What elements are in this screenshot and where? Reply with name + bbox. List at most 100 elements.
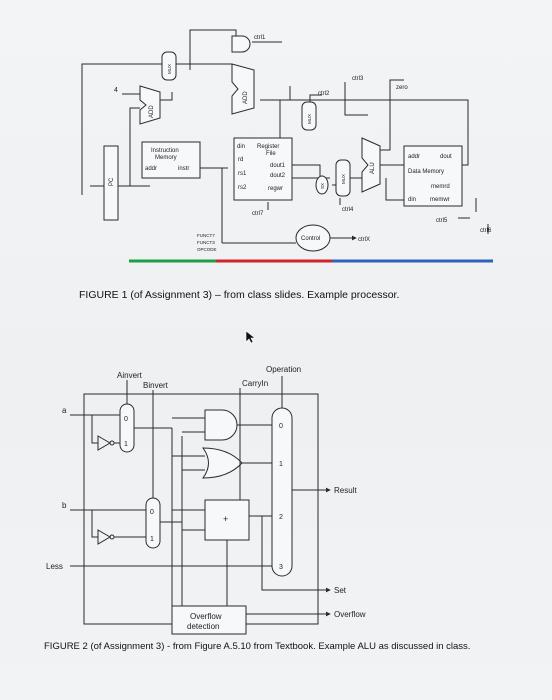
wire-add-set — [261, 516, 331, 593]
im-addr: addr — [145, 166, 157, 172]
mouse-cursor-icon — [245, 330, 257, 349]
rf-dout2: dout2 — [270, 173, 286, 179]
rf-rs2: rs2 — [238, 185, 247, 191]
figure2-caption: FIGURE 2 (of Assignment 3) - from Figure… — [44, 641, 471, 652]
label-overflow: Overflow — [334, 610, 366, 619]
inverter-a — [97, 435, 111, 451]
label-funct7: FUNCT7 — [197, 233, 215, 238]
rf-title-1: Register — [257, 144, 279, 150]
label-add2: ADD — [243, 91, 249, 104]
label-operation: Operation — [266, 365, 301, 374]
label-ctrl5: ctrl5 — [436, 218, 448, 224]
label-ctrlx: ctrlX — [358, 237, 370, 243]
mux-b-0: 0 — [150, 509, 154, 516]
label-ctrl3: ctrl3 — [352, 76, 364, 82]
dm-addr: addr — [408, 154, 420, 160]
adder-2 — [231, 63, 255, 115]
dm-memwr: memwr — [430, 197, 450, 203]
label-mux-top: MUX — [167, 64, 172, 74]
op-2: 2 — [279, 514, 283, 521]
figure2-text: Ainvert Binvert Operation CarryIn a b Le… — [46, 365, 366, 631]
wire-dm-out — [279, 99, 469, 166]
label-ctrl4: ctrl4 — [342, 207, 354, 213]
dm-title: Data Memory — [408, 169, 444, 175]
inverter-b — [97, 529, 111, 545]
dm-dout: dout — [440, 154, 452, 160]
alu-shape — [361, 137, 381, 193]
label-ctrl6: ctrl6 — [480, 228, 492, 234]
label-zero: zero — [396, 85, 408, 91]
label-sx: SX — [320, 183, 325, 189]
and-gate — [204, 409, 238, 441]
wire-loop-right — [260, 86, 291, 101]
op-3: 3 — [279, 564, 283, 571]
label-b: b — [62, 501, 67, 510]
label-ainvert: Ainvert — [117, 371, 143, 380]
adder-box — [204, 499, 250, 541]
label-ctrl7: ctrl7 — [252, 211, 264, 217]
label-opcode: OPCODE — [197, 247, 217, 252]
label-control: Control — [301, 236, 320, 242]
wire-ctrl3 — [344, 82, 368, 116]
figure2-diagram — [70, 376, 331, 635]
sign-extend — [315, 175, 329, 195]
figure1-text: ctrl1 ctrl2 ctrl3 ctrl4 ctrl5 ctrl6 ctrl… — [109, 35, 492, 252]
op-0: 0 — [279, 423, 283, 430]
im-instr: instr — [178, 166, 189, 172]
op-1: 1 — [279, 461, 283, 468]
wire-b-inv — [91, 510, 98, 538]
label-a: a — [62, 406, 67, 415]
label-four: 4 — [114, 87, 118, 94]
wire-dout1 — [290, 164, 321, 178]
label-result: Result — [334, 486, 357, 495]
wire-alu-zero — [380, 79, 404, 151]
instruction-memory — [141, 141, 201, 179]
adder-plus: + — [223, 514, 228, 524]
mux-a-1: 1 — [124, 441, 128, 448]
dm-memrd: memrd — [431, 184, 450, 190]
im-title-1: Instruction — [151, 148, 179, 154]
dm-din: din — [408, 197, 416, 203]
wire-add1-out — [160, 92, 173, 101]
mux-b-1: 1 — [150, 536, 154, 543]
and-gate-ctrl1 — [231, 35, 251, 53]
register-file — [233, 137, 293, 201]
label-less: Less — [46, 562, 63, 571]
data-memory — [403, 145, 463, 207]
label-add1: ADD — [149, 105, 155, 118]
overflow-detection-box — [171, 605, 247, 635]
rf-din: din — [237, 144, 245, 150]
mux-top — [161, 51, 177, 81]
wire-data-din — [385, 178, 404, 201]
rf-rd: rd — [238, 157, 243, 163]
label-alu: ALU — [370, 162, 376, 174]
label-mux-right: MUX — [341, 174, 346, 184]
wire-a-inv — [91, 415, 98, 444]
pc-register — [103, 145, 119, 221]
adder-1 — [139, 85, 161, 125]
mux-mid — [301, 101, 317, 131]
rf-rs1: rs1 — [238, 171, 247, 177]
figure1-diagram — [81, 29, 489, 252]
label-pc: PC — [109, 177, 115, 186]
ovf-det-2: detection — [187, 622, 219, 631]
mux-operation — [271, 407, 293, 577]
rf-regwr: regwr — [268, 186, 283, 192]
figure1-caption: FIGURE 1 (of Assignment 3) – from class … — [79, 289, 400, 301]
rf-dout1: dout1 — [270, 163, 286, 169]
mux-a-0: 0 — [124, 416, 128, 423]
label-ctrl1: ctrl1 — [254, 35, 266, 41]
mux-right — [335, 159, 351, 197]
label-binvert: Binvert — [143, 381, 169, 390]
label-funct3: FUNCT3 — [197, 240, 215, 245]
or-gate — [202, 447, 243, 479]
label-set: Set — [334, 586, 347, 595]
control-unit — [295, 224, 331, 252]
wire-pc-to-add — [129, 107, 140, 186]
label-ctrl2: ctrl2 — [318, 91, 330, 97]
rf-title-2: File — [266, 151, 276, 157]
im-title-2: Memory — [155, 155, 177, 161]
ovf-det-1: Overflow — [190, 612, 222, 621]
